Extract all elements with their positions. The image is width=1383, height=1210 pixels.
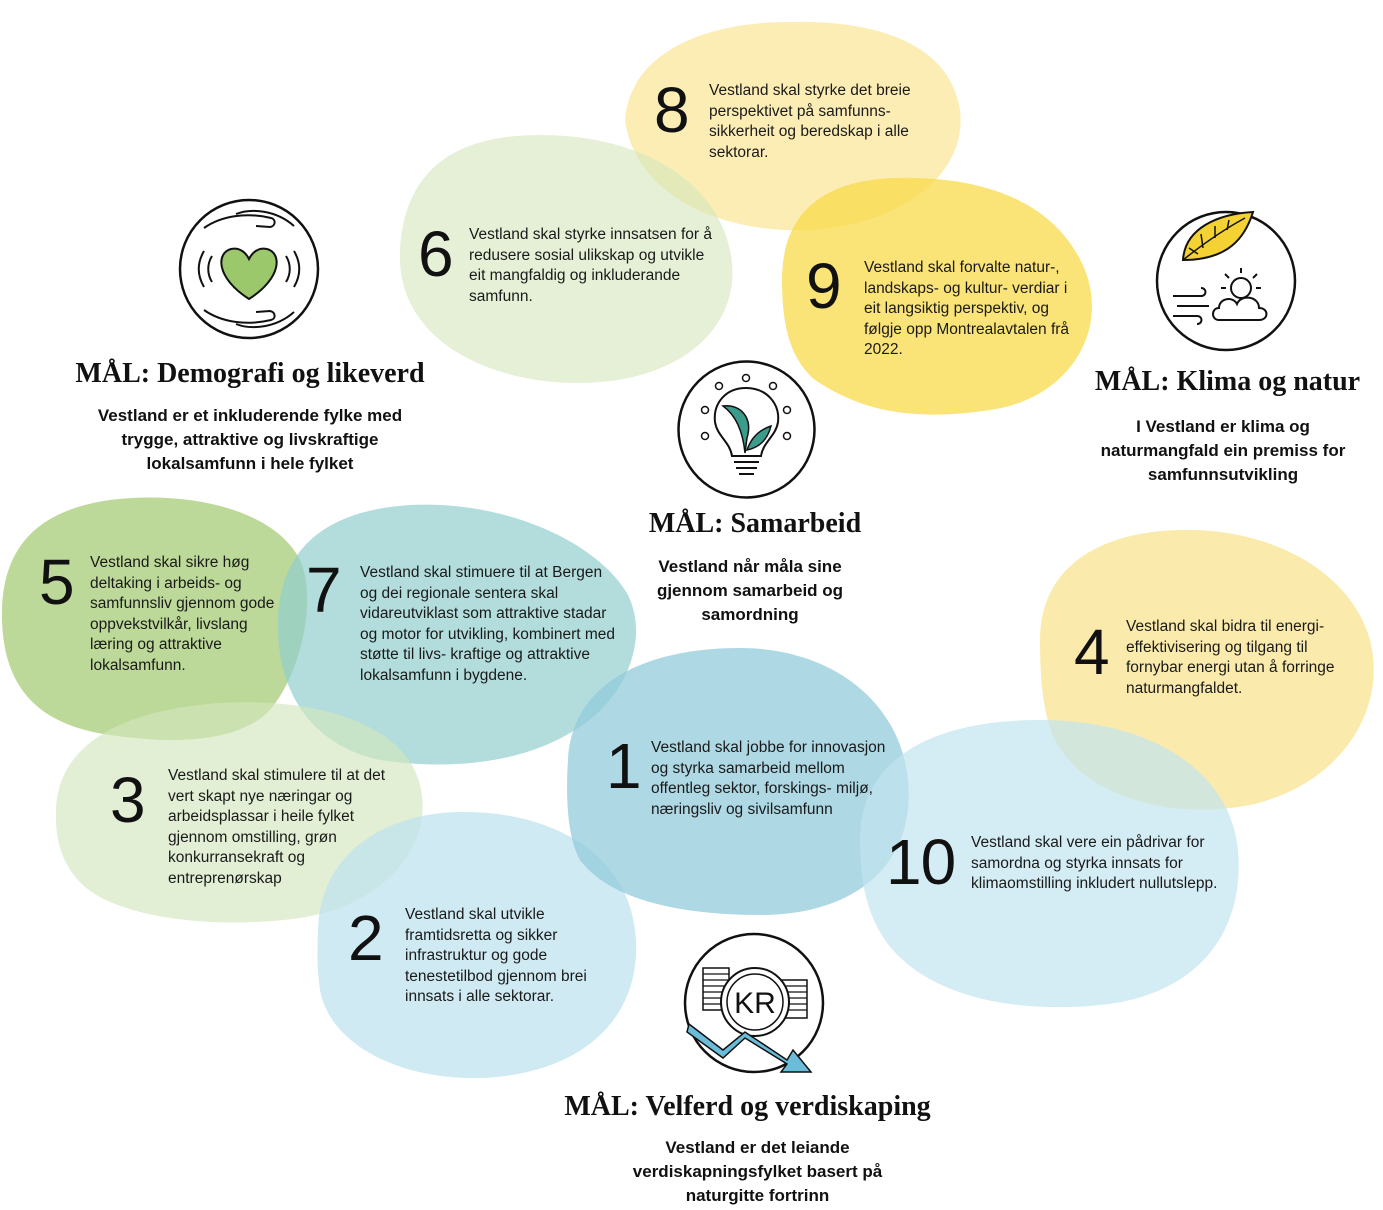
item-9-number: 9 <box>806 250 842 322</box>
item-8-text: Vestland skal styrke det breie perspekti… <box>709 82 911 161</box>
item-6-number: 6 <box>418 218 454 290</box>
goal-samarbeid-title: MÅL: Samarbeid <box>648 508 862 539</box>
blob-10 <box>860 720 1239 1008</box>
blob-2 <box>317 811 637 1079</box>
goal-samarbeid-text: Vestland når måla sine gjennom samarbeid… <box>656 557 844 624</box>
leaf-sun-cloud-icon <box>1155 210 1297 352</box>
goal-demografi-title: MÅL: Demografi og likeverd <box>75 358 425 389</box>
item-7-number: 7 <box>306 554 342 626</box>
item-4-text: Vestland skal bidra til energi- effektiv… <box>1126 618 1335 697</box>
krone-coins-arrow-icon: KR <box>683 932 825 1074</box>
goal-klima-text: I Vestland er klima og naturmangfald ein… <box>1100 417 1346 484</box>
item-8-number: 8 <box>654 74 690 146</box>
item-1-text: Vestland skal jobbe for innovasjon og st… <box>651 739 886 818</box>
item-9-text: Vestland skal forvalte natur-, landskaps… <box>864 259 1070 358</box>
blob-1 <box>567 648 909 915</box>
item-1-number: 1 <box>606 730 642 802</box>
item-10-text: Vestland skal vere ein pådrivar for samo… <box>971 834 1218 892</box>
item-5-number: 5 <box>39 546 75 618</box>
item-3-text: Vestland skal stimulere til at det vert … <box>168 767 386 887</box>
item-2-text: Vestland skal utvikle framtidsretta og s… <box>405 906 587 1005</box>
goal-klima-title: MÅL: Klima og natur <box>1094 366 1361 397</box>
currency-label: KR <box>734 987 776 1020</box>
blob-6 <box>399 135 733 383</box>
item-7-text: Vestland skal stimuere til at Bergen og … <box>360 564 615 684</box>
item-4-number: 4 <box>1074 616 1110 688</box>
blob-8 <box>625 21 961 231</box>
goal-demografi-text: Vestland er et inkluderende fylke med tr… <box>97 406 403 473</box>
blob-3 <box>55 702 423 923</box>
item-3-number: 3 <box>110 764 146 836</box>
item-2-number: 2 <box>348 902 384 974</box>
lightbulb-leaves-icon <box>677 360 816 499</box>
blob-9 <box>782 177 1092 415</box>
caring-hands-heart-icon <box>178 198 320 340</box>
item-6-text: Vestland skal styrke innsatsen for å red… <box>469 226 712 305</box>
item-10-number: 10 <box>886 826 956 898</box>
goal-velferd-text: Vestland er det leiande verdiskapningsfy… <box>632 1138 883 1205</box>
goal-velferd-title: MÅL: Velferd og verdiskaping <box>564 1091 931 1122</box>
blob-7 <box>277 504 637 765</box>
blob-5 <box>1 497 308 741</box>
item-5-text: Vestland skal sikre høg deltaking i arbe… <box>90 554 275 674</box>
